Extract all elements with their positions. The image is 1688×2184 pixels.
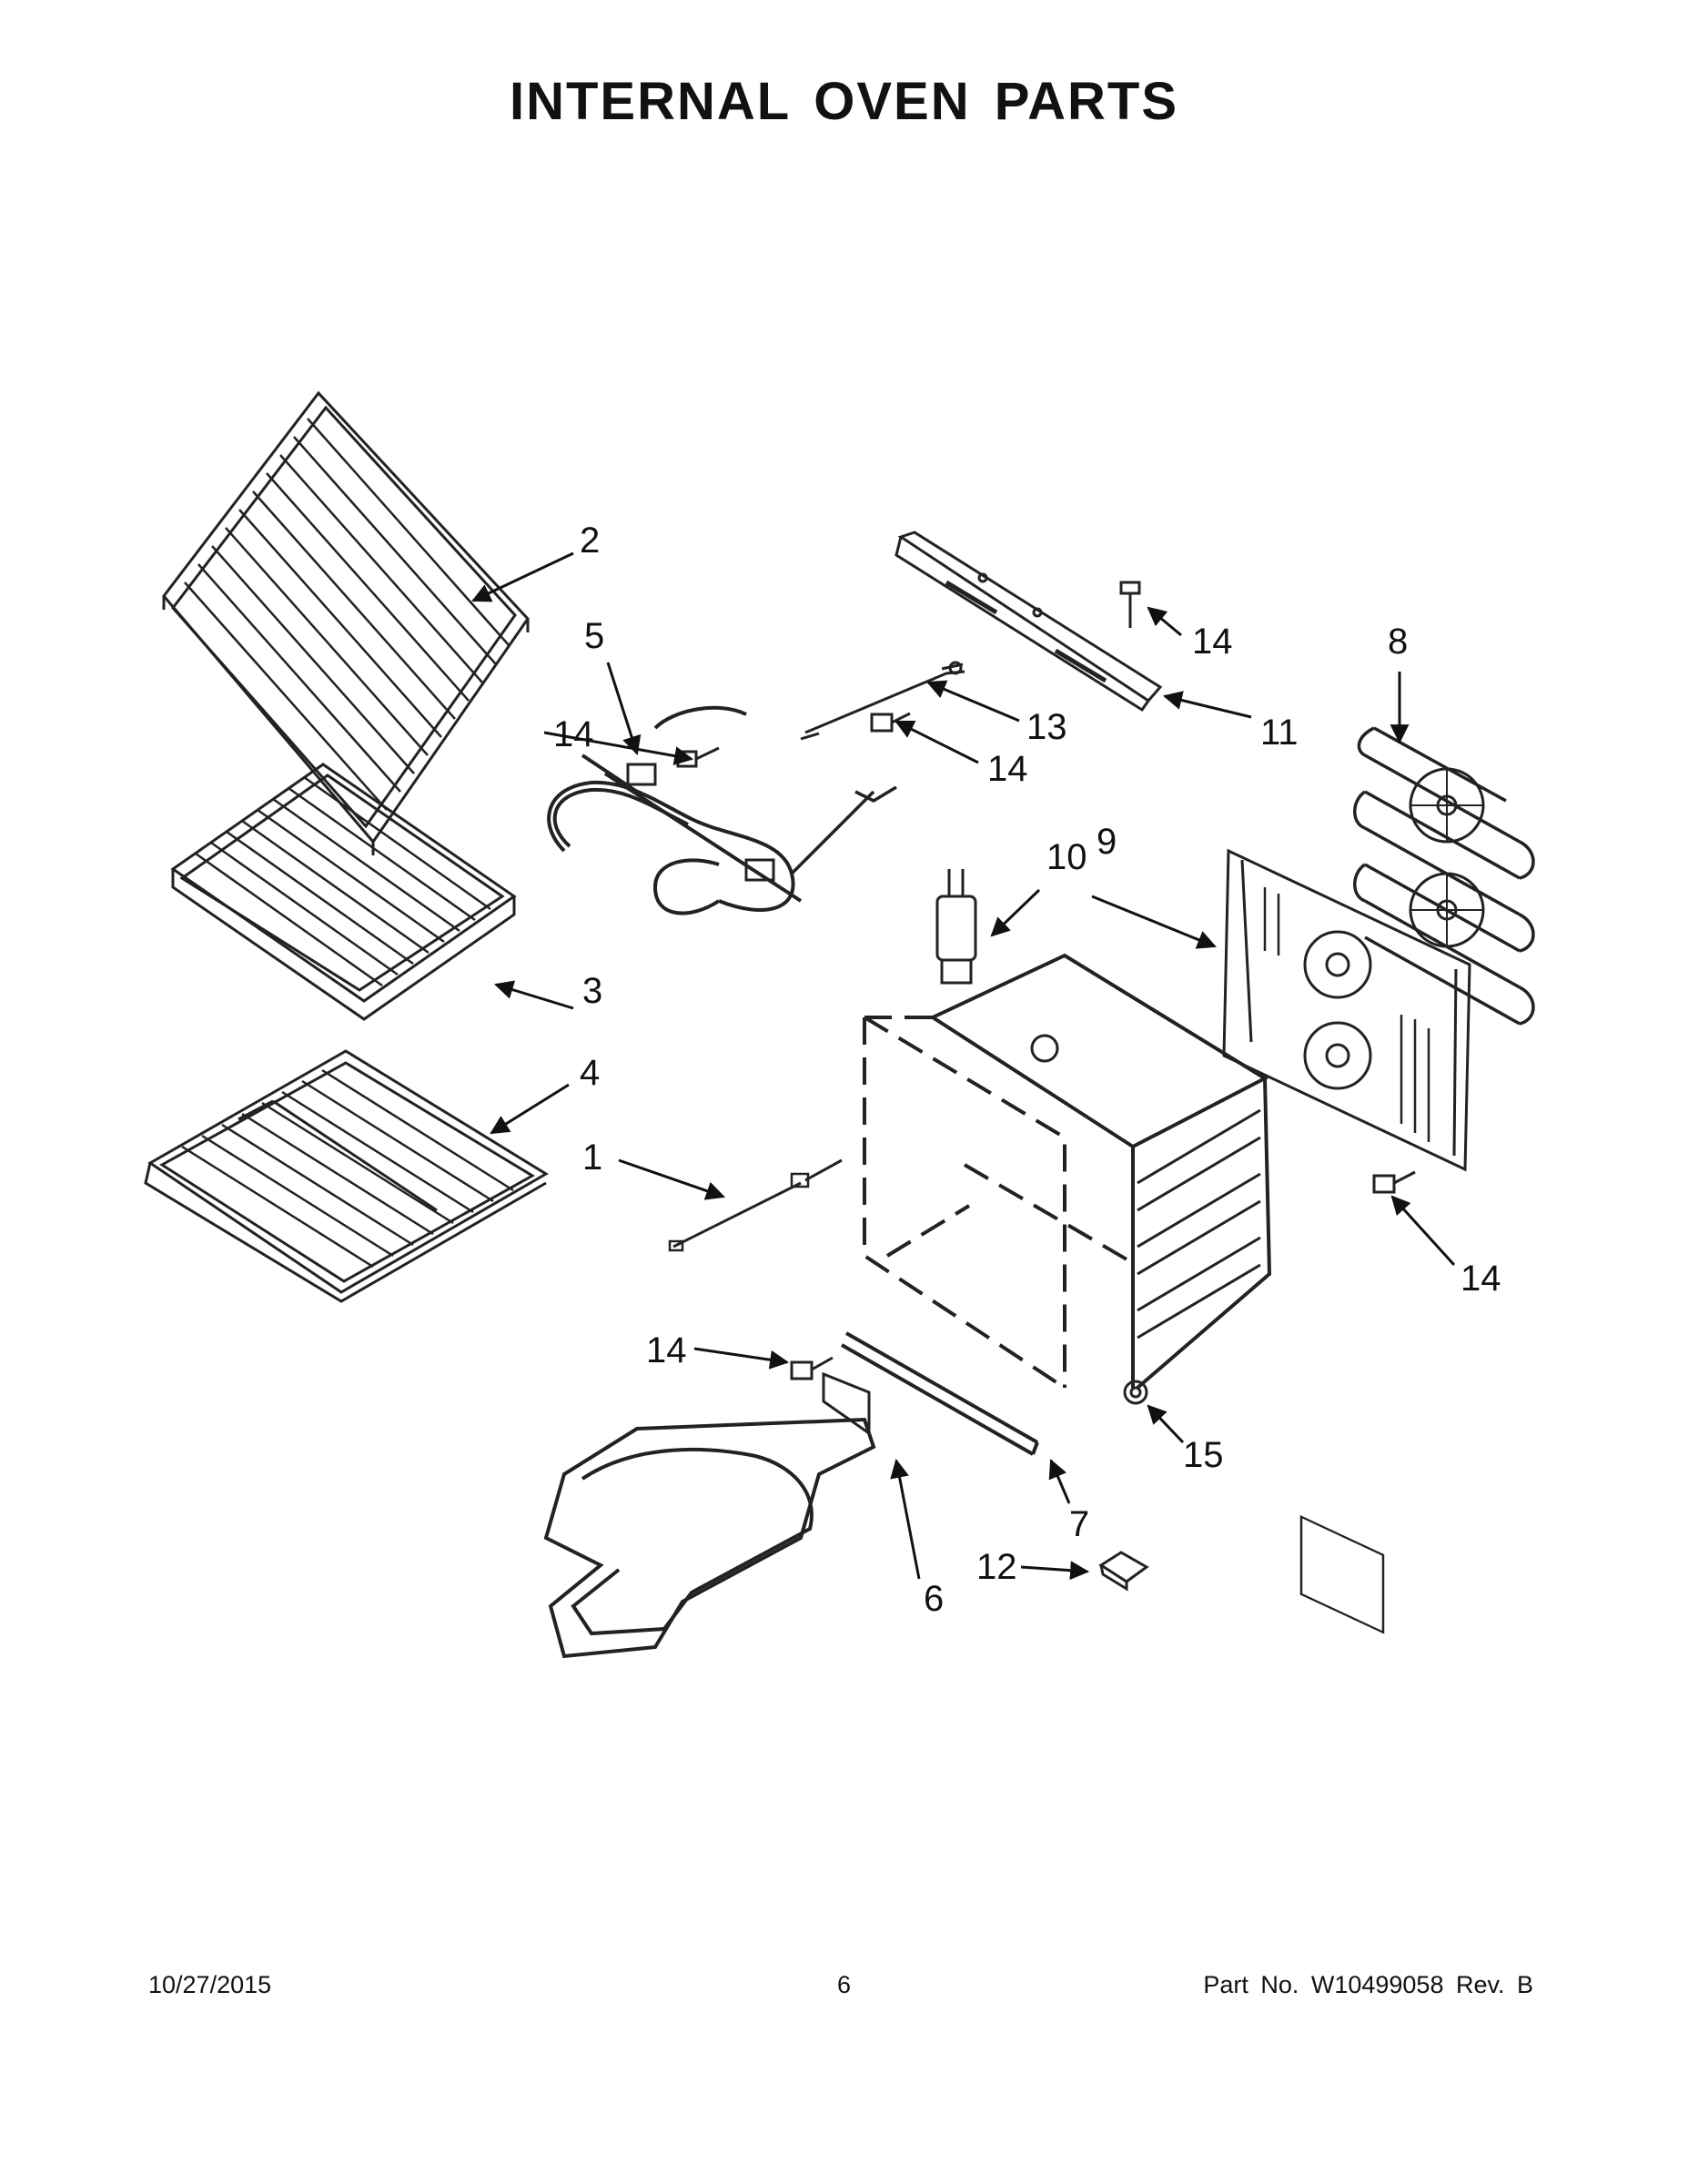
oven-rack-lower <box>144 1049 549 1303</box>
callout-1: 1 <box>582 1138 602 1178</box>
callout-10: 10 <box>1046 837 1087 877</box>
page-title: INTERNAL OVEN PARTS <box>509 72 1179 131</box>
callout-3: 3 <box>582 971 602 1011</box>
clip-part-12 <box>1098 1551 1149 1592</box>
callout-numbers: 2 5 14 14 11 13 14 8 9 10 3 4 1 14 14 15… <box>553 521 1501 1619</box>
oven-rack-middle <box>170 763 517 1021</box>
footer-date: 10/27/2015 <box>148 1971 272 1998</box>
broil-element-terminals <box>790 785 897 875</box>
callout-13: 13 <box>1026 707 1067 747</box>
callout-14-right: 14 <box>1461 1259 1501 1299</box>
callout-6: 6 <box>924 1579 944 1619</box>
oven-cavity <box>863 953 1272 1390</box>
screw-14d <box>1372 1170 1416 1194</box>
callout-15: 15 <box>1183 1435 1224 1475</box>
tube-part-7 <box>841 1331 1039 1456</box>
probe-part-1 <box>668 1158 843 1252</box>
footer-page-number: 6 <box>836 1971 852 1998</box>
sensor-wire-part-13 <box>800 661 965 741</box>
grommet-part-15 <box>1123 1380 1148 1405</box>
footer-part-number: Part No. W10499058 Rev. B <box>1203 1971 1533 1998</box>
convection-element-part-8 <box>1353 726 1535 1026</box>
callout-7: 7 <box>1069 1504 1089 1544</box>
screw-14c <box>1119 581 1141 628</box>
screws-part-14 <box>676 581 1416 1380</box>
callout-4: 4 <box>580 1053 600 1093</box>
bracket-part-11 <box>895 531 1163 713</box>
callout-8: 8 <box>1388 622 1408 662</box>
oven-rack-upper <box>162 390 530 855</box>
callout-9: 9 <box>1097 822 1117 862</box>
screw-14e <box>790 1356 834 1380</box>
rear-panel-part-9 <box>1222 848 1471 1634</box>
callout-11: 11 <box>1260 713 1299 753</box>
temperature-sensor-part-10 <box>935 869 977 985</box>
callout-2: 2 <box>580 521 600 561</box>
callout-14-upper-left: 14 <box>553 714 594 754</box>
callout-14-top: 14 <box>1192 622 1233 662</box>
callout-5: 5 <box>584 616 604 656</box>
leader-lines <box>471 551 1456 1581</box>
callout-14-middle: 14 <box>987 749 1028 789</box>
callout-14-lower: 14 <box>646 1330 687 1370</box>
callout-12: 12 <box>976 1547 1017 1587</box>
bake-element-part-6 <box>543 1371 876 1659</box>
screw-14b <box>870 712 911 733</box>
broil-element <box>547 705 803 915</box>
